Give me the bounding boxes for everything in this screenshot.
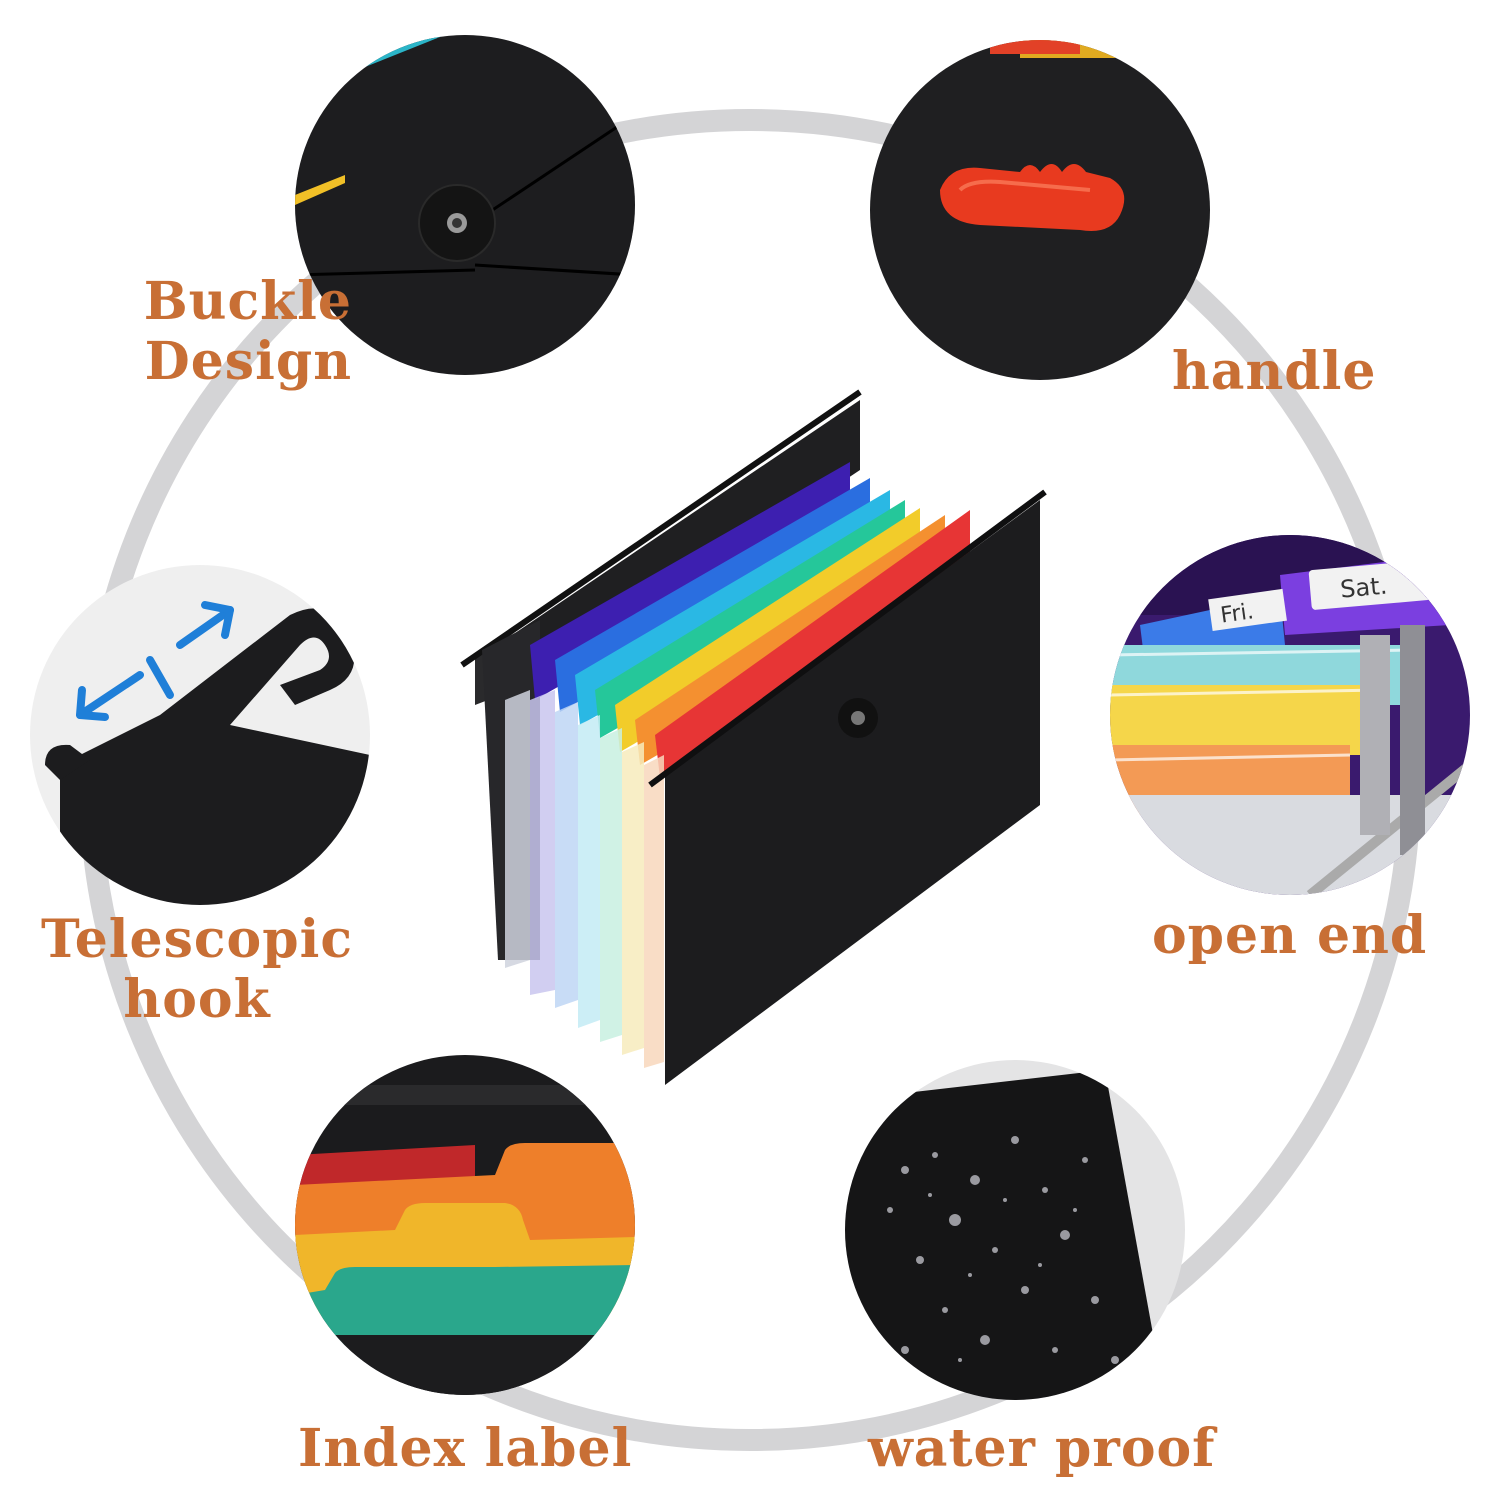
- water-proof-label: water proof: [868, 1418, 1216, 1479]
- telescopic-hook-label-line2: hook: [123, 969, 271, 1030]
- buckle-design-label: Buckle Design: [82, 272, 352, 392]
- water-proof-photo: [845, 1060, 1185, 1400]
- product-expanding-folder: [460, 389, 1047, 1085]
- handle-photo: [870, 40, 1210, 380]
- telescopic-hook-label-line1: Telescopic: [40, 909, 354, 970]
- open-end-label: open end: [1152, 905, 1428, 966]
- buckle-design-label-line1: Buckle: [143, 271, 352, 332]
- index-label-photo: [295, 1055, 635, 1395]
- telescopic-hook-photo: [30, 565, 370, 905]
- open-end-tab-right: Sat.: [1339, 572, 1388, 604]
- open-end-photo: Sat. Fri.: [1110, 535, 1470, 895]
- open-end-tab-left: Fri.: [1219, 599, 1255, 628]
- buckle-design-label-line2: Design: [144, 331, 352, 392]
- index-label-label: Index label: [298, 1418, 633, 1479]
- telescopic-hook-label: Telescopic hook: [32, 910, 362, 1030]
- double-arrow-icon: [76, 601, 234, 721]
- handle-label: handle: [1172, 341, 1377, 402]
